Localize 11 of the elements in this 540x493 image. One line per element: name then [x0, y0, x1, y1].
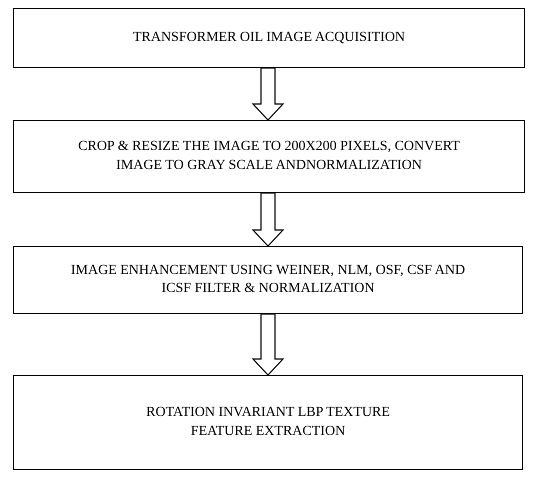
- box-text: TRANSFORMER OIL IMAGE ACQUISITION: [132, 28, 406, 47]
- hollow-arrow: [252, 192, 284, 247]
- box-text: IMAGE ENHANCEMENT USING WEINER, NLM, OSF, CSF AND ICSF FILTER & NORMALIZATION: [70, 262, 466, 298]
- process-box: [13, 246, 523, 314]
- hollow-arrow: [252, 313, 284, 376]
- process-box: [13, 120, 525, 193]
- hollow-arrow: [252, 67, 284, 121]
- box-text: ROTATION INVARIANT LBP TEXTURE FEATURE EXTRACTION: [145, 404, 391, 440]
- process-box: [13, 375, 523, 470]
- box-text: CROP & RESIZE THE IMAGE TO 200X200 PIXELS, CONVERT IMAGE TO GRAY SCALE ANDNORMALIZATION: [77, 138, 461, 174]
- process-box: [13, 8, 525, 68]
